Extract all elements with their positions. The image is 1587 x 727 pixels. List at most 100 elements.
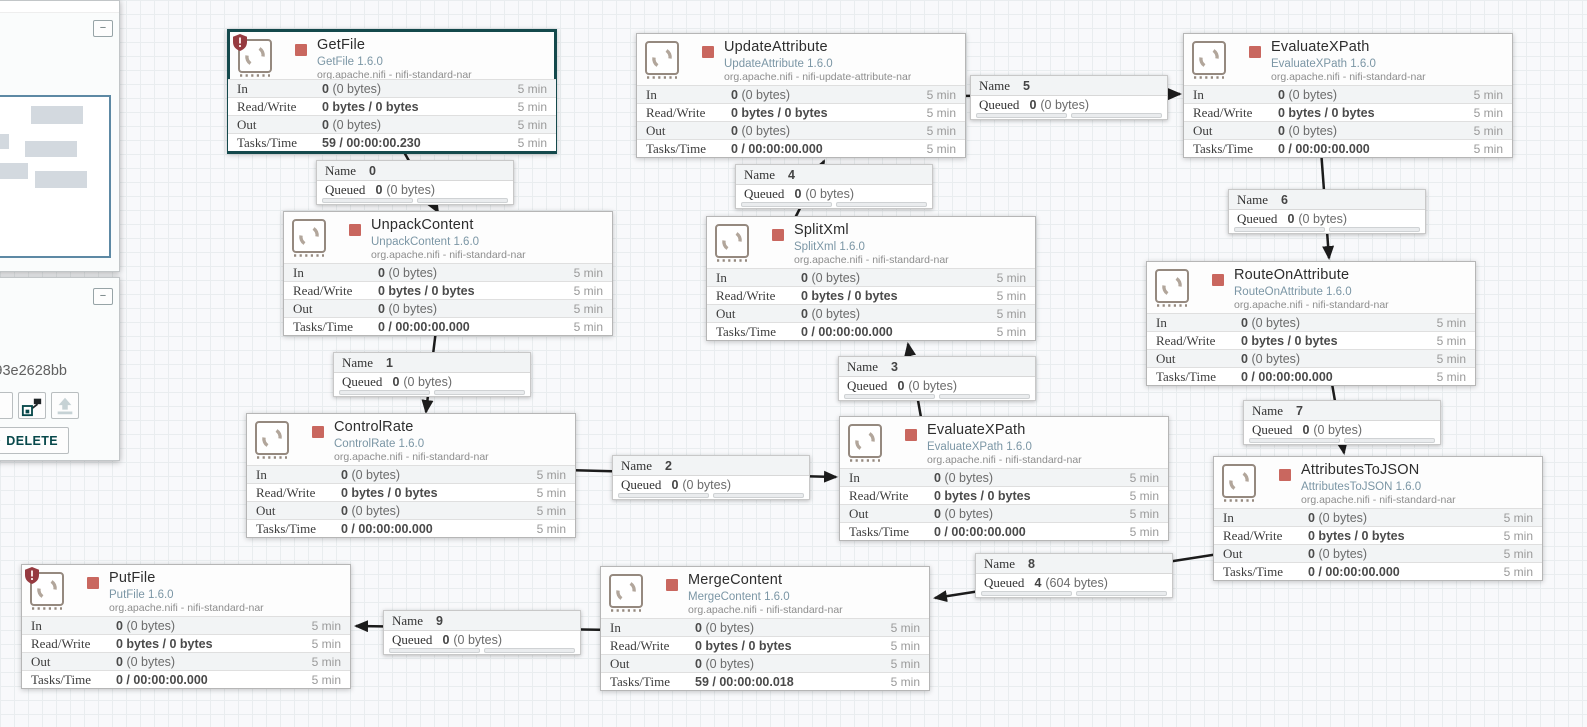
stat-row-tasks-time: Tasks/Time 0 / 00:00:00.000 5 min bbox=[707, 322, 1035, 340]
save-template-button[interactable] bbox=[18, 392, 46, 419]
connection-percent-bars bbox=[317, 198, 513, 204]
connection-percent-bars bbox=[613, 493, 809, 499]
navigator-panel-header bbox=[0, 1, 119, 13]
navigator-panel: − bbox=[0, 0, 120, 272]
connection-queued-row: Queued 0 (0 bytes) bbox=[392, 631, 503, 647]
connection-label[interactable]: Name 5 Queued 0 (0 bytes) bbox=[970, 75, 1168, 120]
processor-stamp-icon bbox=[642, 39, 684, 81]
processor-bundle: org.apache.nifi - nifi-standard-nar bbox=[109, 601, 264, 614]
processor-stats: In 0 (0 bytes) 5 min Read/Write 0 bytes … bbox=[284, 263, 612, 335]
save-template-icon bbox=[21, 398, 42, 416]
stopped-indicator-icon bbox=[312, 426, 324, 438]
processor[interactable]: EvaluateXPath EvaluateXPath 1.6.0 org.ap… bbox=[1183, 33, 1513, 158]
processor[interactable]: EvaluateXPath EvaluateXPath 1.6.0 org.ap… bbox=[839, 416, 1169, 541]
stopped-indicator-icon bbox=[87, 577, 99, 589]
connection-percent-bars bbox=[839, 394, 1035, 400]
processor-name: PutFile bbox=[109, 570, 156, 586]
navigator-minimize-button[interactable]: − bbox=[93, 20, 113, 37]
connection-label[interactable]: Name 7 Queued 0 (0 bytes) bbox=[1243, 400, 1441, 445]
stat-row-in: In 0 (0 bytes) 5 min bbox=[247, 465, 575, 483]
processor-bundle: org.apache.nifi - nifi-standard-nar bbox=[794, 253, 949, 266]
processor[interactable]: UpdateAttribute UpdateAttribute 1.6.0 or… bbox=[636, 33, 966, 158]
stopped-indicator-icon bbox=[295, 44, 307, 56]
processor[interactable]: RouteOnAttribute RouteOnAttribute 1.6.0 … bbox=[1146, 261, 1476, 386]
processor-name: GetFile bbox=[317, 37, 366, 53]
stat-row-in: In 0 (0 bytes) 5 min bbox=[1214, 508, 1542, 526]
connection-queued-row: Queued 0 (0 bytes) bbox=[847, 377, 958, 393]
stat-row-in: In 0 (0 bytes) 5 min bbox=[284, 263, 612, 281]
stat-row-in: In 0 (0 bytes) 5 min bbox=[601, 618, 929, 636]
processor-stats: In 0 (0 bytes) 5 min Read/Write 0 bytes … bbox=[1184, 85, 1512, 157]
processor-stats: In 0 (0 bytes) 5 min Read/Write 0 bytes … bbox=[1214, 508, 1542, 580]
processor[interactable]: AttributesToJSON AttributesToJSON 1.6.0 … bbox=[1213, 456, 1543, 581]
connection-label[interactable]: Name 3 Queued 0 (0 bytes) bbox=[838, 356, 1036, 401]
upload-template-button[interactable] bbox=[51, 392, 79, 419]
processor[interactable]: ControlRate ControlRate 1.6.0 org.apache… bbox=[246, 413, 576, 538]
connection-label[interactable]: Name 1 Queued 0 (0 bytes) bbox=[333, 352, 531, 397]
processor[interactable]: PutFile PutFile 1.6.0 org.apache.nifi - … bbox=[21, 564, 351, 689]
stat-row-out: Out 0 (0 bytes) 5 min bbox=[707, 304, 1035, 322]
stat-row-read-write: Read/Write 0 bytes / 0 bytes 5 min bbox=[707, 286, 1035, 304]
connection-label[interactable]: Name 6 Queued 0 (0 bytes) bbox=[1228, 189, 1426, 234]
processor[interactable]: UnpackContent UnpackContent 1.6.0 org.ap… bbox=[283, 211, 613, 336]
processor-bundle: org.apache.nifi - nifi-standard-nar bbox=[1271, 70, 1426, 83]
processor-bundle: org.apache.nifi - nifi-standard-nar bbox=[1234, 298, 1389, 311]
operate-tool-button[interactable] bbox=[0, 392, 13, 419]
processor-bundle: org.apache.nifi - nifi-standard-nar bbox=[334, 450, 489, 463]
stopped-indicator-icon bbox=[1279, 469, 1291, 481]
operate-minimize-button[interactable]: − bbox=[93, 288, 113, 305]
minimap-rect bbox=[25, 141, 77, 157]
delete-button-label: DELETE bbox=[6, 433, 58, 448]
minimize-icon: − bbox=[99, 290, 107, 302]
stat-row-read-write: Read/Write 0 bytes / 0 bytes 5 min bbox=[22, 634, 350, 652]
minimap-rect bbox=[0, 163, 28, 179]
processor-version: RouteOnAttribute 1.6.0 bbox=[1234, 285, 1352, 298]
processor-bundle: org.apache.nifi - nifi-standard-nar bbox=[1301, 493, 1456, 506]
stat-row-read-write: Read/Write 0 bytes / 0 bytes 5 min bbox=[228, 97, 556, 115]
processor-name: UpdateAttribute bbox=[724, 39, 828, 55]
connection-name-row: Name 8 bbox=[976, 554, 1172, 574]
processor-stamp-icon bbox=[712, 222, 754, 264]
processor-version: AttributesToJSON 1.6.0 bbox=[1301, 480, 1422, 493]
processor-stamp-icon bbox=[25, 567, 69, 612]
processor-version: MergeContent 1.6.0 bbox=[688, 590, 790, 603]
stat-row-out: Out 0 (0 bytes) 5 min bbox=[1184, 121, 1512, 139]
processor-version: ControlRate 1.6.0 bbox=[334, 437, 425, 450]
stat-row-out: Out 0 (0 bytes) 5 min bbox=[601, 654, 929, 672]
stat-row-in: In 0 (0 bytes) 5 min bbox=[1147, 313, 1475, 331]
processor-bundle: org.apache.nifi - nifi-standard-nar bbox=[317, 68, 472, 81]
connection-name-row: Name 1 bbox=[334, 353, 530, 373]
processor-stats: In 0 (0 bytes) 5 min Read/Write 0 bytes … bbox=[637, 85, 965, 157]
stat-row-tasks-time: Tasks/Time 0 / 00:00:00.000 5 min bbox=[1184, 139, 1512, 157]
stat-row-tasks-time: Tasks/Time 0 / 00:00:00.000 5 min bbox=[284, 317, 612, 335]
connection-label[interactable]: Name 9 Queued 0 (0 bytes) bbox=[383, 610, 581, 655]
connection-label[interactable]: Name 4 Queued 0 (0 bytes) bbox=[735, 164, 933, 209]
connection-name-row: Name 2 bbox=[613, 456, 809, 476]
stat-row-in: In 0 (0 bytes) 5 min bbox=[707, 268, 1035, 286]
processor[interactable]: SplitXml SplitXml 1.6.0 org.apache.nifi … bbox=[706, 216, 1036, 341]
stopped-indicator-icon bbox=[905, 429, 917, 441]
processor-version: EvaluateXPath 1.6.0 bbox=[1271, 57, 1376, 70]
stat-row-out: Out 0 (0 bytes) 5 min bbox=[22, 652, 350, 670]
connection-label[interactable]: Name 2 Queued 0 (0 bytes) bbox=[612, 455, 810, 500]
stat-row-read-write: Read/Write 0 bytes / 0 bytes 5 min bbox=[637, 103, 965, 121]
connection-percent-bars bbox=[1244, 438, 1440, 444]
stat-row-tasks-time: Tasks/Time 0 / 00:00:00.000 5 min bbox=[1147, 367, 1475, 385]
processor[interactable]: MergeContent MergeContent 1.6.0 org.apac… bbox=[600, 566, 930, 691]
connection-name-row: Name 6 bbox=[1229, 190, 1425, 210]
stat-row-out: Out 0 (0 bytes) 5 min bbox=[247, 501, 575, 519]
processor-stamp-icon bbox=[289, 217, 331, 259]
stat-row-in: In 0 (0 bytes) 5 min bbox=[22, 616, 350, 634]
connection-label[interactable]: Name 0 Queued 0 (0 bytes) bbox=[316, 160, 514, 205]
processor[interactable]: GetFile GetFile 1.6.0 org.apache.nifi - … bbox=[227, 29, 557, 154]
processor-stats: In 0 (0 bytes) 5 min Read/Write 0 bytes … bbox=[247, 465, 575, 537]
processor-name: SplitXml bbox=[794, 222, 849, 238]
minimap-rect bbox=[35, 171, 87, 188]
delete-button[interactable]: DELETE bbox=[0, 427, 69, 454]
process-group-id: 293e2628bb bbox=[0, 363, 67, 379]
connection-queued-row: Queued 0 (0 bytes) bbox=[979, 96, 1090, 112]
processor-version: SplitXml 1.6.0 bbox=[794, 240, 865, 253]
birdseye-viewport[interactable] bbox=[0, 95, 111, 258]
connection-label[interactable]: Name 8 Queued 4 (604 bytes) bbox=[975, 553, 1173, 598]
connection-percent-bars bbox=[736, 202, 932, 208]
